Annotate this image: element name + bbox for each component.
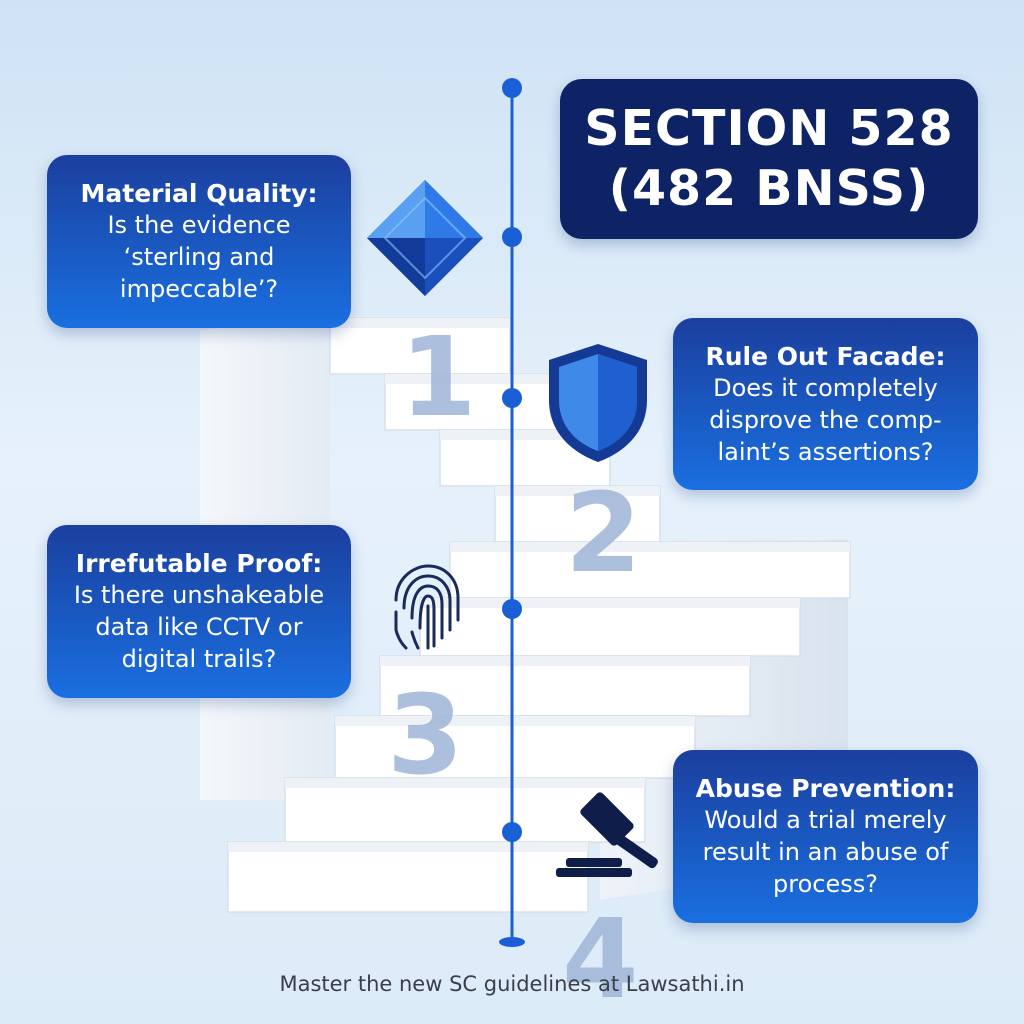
card-material-quality: Material Quality: Is the evidence ‘sterl… xyxy=(47,155,351,328)
card-irrefutable-proof: Irrefutable Proof: Is there unshakeable … xyxy=(47,525,351,698)
section-title-line-2: (482 BNSS) xyxy=(608,160,930,217)
step-number-2: 2 xyxy=(565,469,642,597)
card-line: data like CCTV or xyxy=(95,613,303,641)
card-line: disprove the comp- xyxy=(709,405,942,434)
card-abuse-prevention: Abuse Prevention: Would a trial merely r… xyxy=(673,750,978,923)
card-line: Is there unshakeable xyxy=(73,581,325,609)
timeline-base xyxy=(499,937,525,947)
card-line: result in an abuse of xyxy=(702,838,949,866)
card-line: impeccable’? xyxy=(119,275,279,303)
step-number-4: 4 xyxy=(562,895,639,1023)
section-title-card: SECTION 528 (482 BNSS) xyxy=(560,79,978,239)
card-line: digital trails? xyxy=(121,645,277,673)
card-rule-out-facade: Rule Out Facade: Does it completely disp… xyxy=(673,318,978,490)
shield-icon xyxy=(549,344,647,462)
card-heading: Material Quality: xyxy=(80,179,318,208)
card-line: ‘sterling and xyxy=(123,243,275,271)
timeline-node xyxy=(502,227,522,247)
card-line: Does it completely xyxy=(713,373,938,402)
card-heading: Abuse Prevention: xyxy=(695,774,956,803)
diamond-icon xyxy=(367,180,483,296)
timeline-node xyxy=(502,822,522,842)
gavel-icon xyxy=(556,792,658,877)
timeline-node xyxy=(502,388,522,408)
card-heading: Irrefutable Proof: xyxy=(75,549,323,578)
card-line: Is the evidence xyxy=(107,211,291,239)
timeline-node xyxy=(502,78,522,98)
section-title-line-1: SECTION 528 xyxy=(584,100,954,157)
footer-text[interactable]: Master the new SC guidelines at Lawsathi… xyxy=(279,972,745,996)
card-line: Would a trial merely xyxy=(704,806,947,834)
card-line: process? xyxy=(773,870,878,898)
step-number-1: 1 xyxy=(400,313,477,441)
step-number-3: 3 xyxy=(387,671,464,799)
card-heading: Rule Out Facade: xyxy=(705,341,946,371)
card-line: laint’s assertions? xyxy=(717,437,934,466)
fingerprint-icon xyxy=(394,564,460,650)
timeline-node xyxy=(502,599,522,619)
